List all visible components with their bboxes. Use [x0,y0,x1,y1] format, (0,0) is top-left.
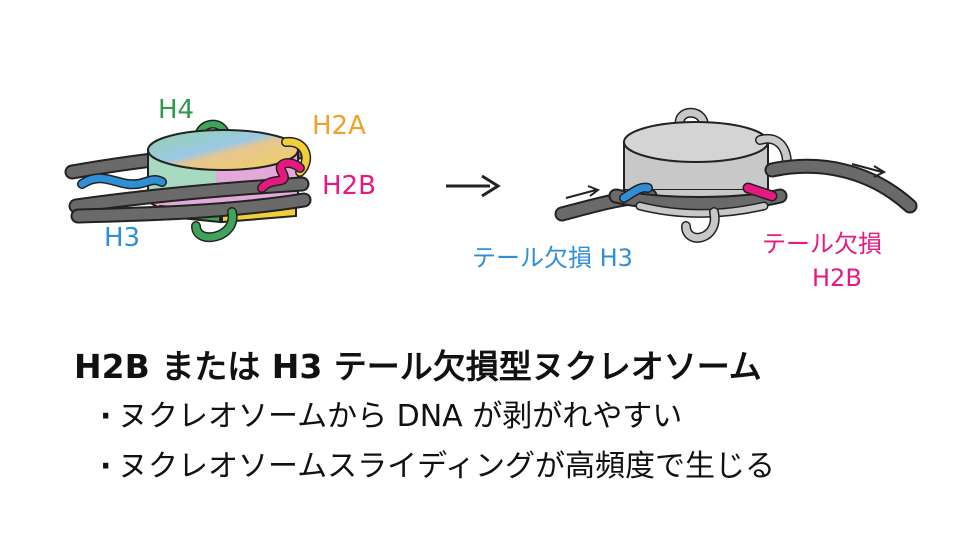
bullet-list: ·ヌクレオソームから DNA が剥がれやすい ·ヌクレオソームスライディングが高… [100,392,775,492]
nucleosome-intact: H4 H2A H2B H3 [64,95,376,253]
slide-arrow-left-icon [565,185,601,199]
label-h3: H3 [104,223,140,253]
slide-arrow-right-icon [851,163,887,178]
label-h2a: H2A [312,111,366,141]
bullet-text: ヌクレオソームから DNA が剥がれやすい [118,399,683,434]
histone-core-top [147,129,299,171]
bullet-text: ヌクレオソームスライディングが高頻度で生じる [118,449,775,484]
transition-arrow-icon [446,174,501,198]
bullet-item: ·ヌクレオソームから DNA が剥がれやすい [100,399,683,434]
label-h2b: H2B [322,171,376,201]
headline: H2B または H3 テール欠損型ヌクレオソーム [74,347,762,386]
label-h4: H4 [158,95,194,125]
label-tail-h2b-line2: H2B [812,264,862,292]
label-tail-h2b-line1: テール欠損 [762,230,882,258]
label-tail-h3: テール欠損 H3 [472,244,633,272]
nucleosome-tailless: テール欠損 H3 テール欠損 H2B [472,107,918,292]
histone-core-top-gray [623,121,769,163]
bullet-item: ·ヌクレオソームスライディングが高頻度で生じる [100,449,775,484]
